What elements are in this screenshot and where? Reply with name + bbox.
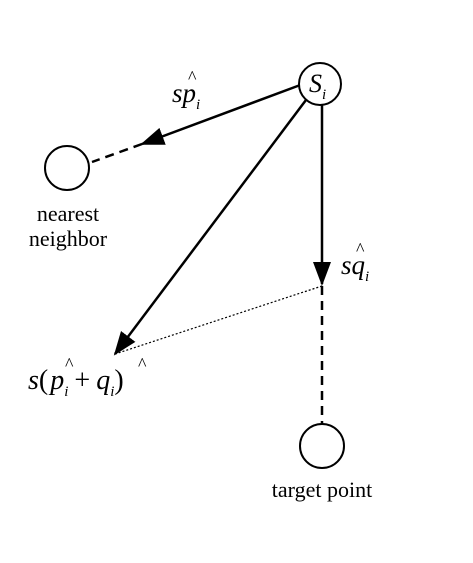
dotted-connector: [114, 285, 323, 355]
source-node: [298, 62, 342, 106]
sum-q-hat: ^: [138, 354, 147, 374]
p-vector-dashed-extension: [91, 142, 143, 164]
nearest-neighbor-node: [44, 145, 90, 191]
sum-vector-label: s(pi+qi): [28, 365, 124, 400]
q-vector-label: sqi: [341, 250, 369, 285]
source-label: Si: [309, 69, 326, 103]
nearest-neighbor-caption-line1: nearest: [37, 201, 99, 226]
nearest-neighbor-caption-line2: neighbor: [29, 226, 108, 251]
p-vector-solid: [140, 82, 304, 146]
target-point-node: [299, 423, 345, 469]
sum-p-hat: ^: [65, 354, 74, 374]
q-vector-hat: ^: [356, 239, 365, 259]
target-point-caption: target point: [272, 477, 372, 502]
sum-vector: [113, 95, 310, 356]
p-vector-hat: ^: [188, 67, 197, 87]
p-vector-label: spi: [172, 78, 200, 113]
